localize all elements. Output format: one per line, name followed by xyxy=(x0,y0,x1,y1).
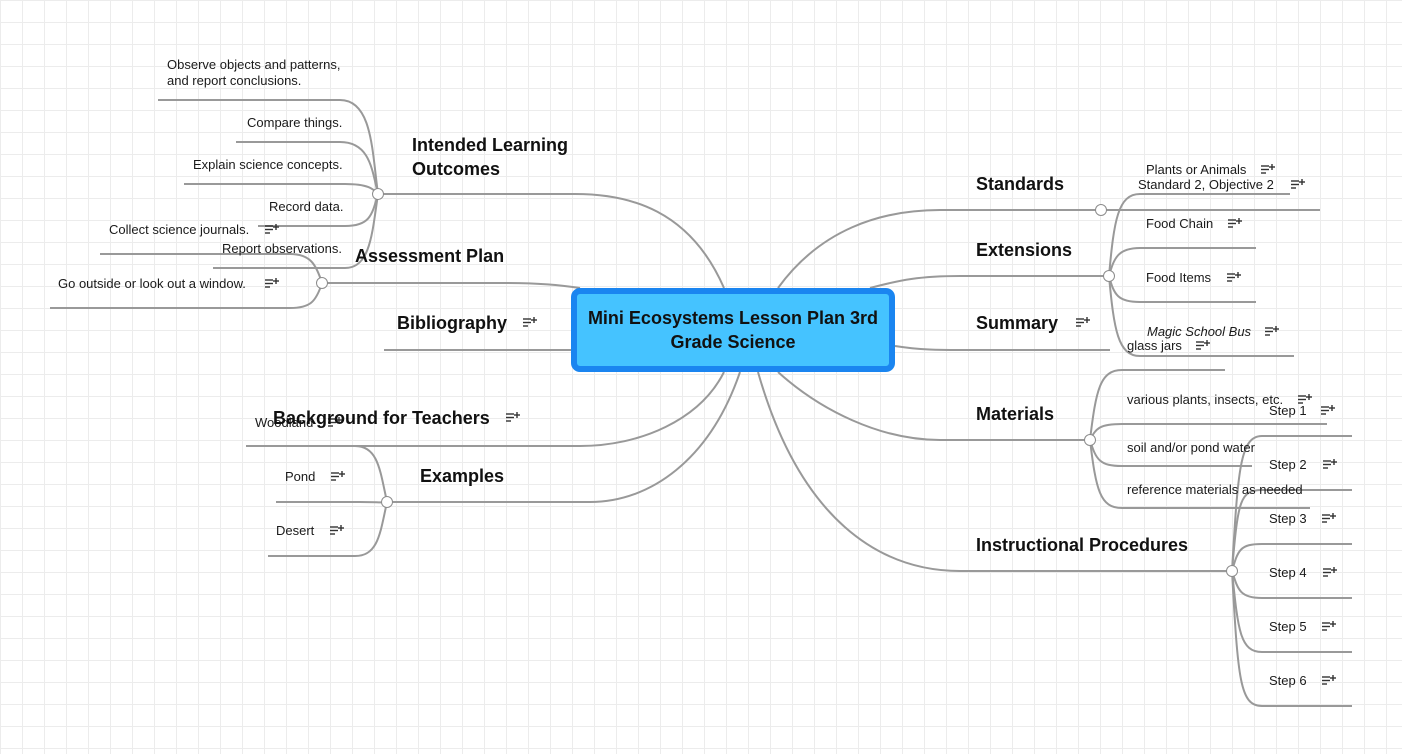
collapse-toggle-icon[interactable] xyxy=(1103,270,1115,282)
subtopic-label: and report conclusions. xyxy=(167,73,302,88)
note-add-icon[interactable] xyxy=(1291,179,1305,191)
subtopic-observe-objects[interactable]: Observe objects and patterns, and report… xyxy=(167,57,340,89)
note-add-icon[interactable] xyxy=(1322,513,1336,525)
note-add-icon[interactable] xyxy=(328,417,342,429)
topic-materials[interactable]: Materials xyxy=(976,404,1055,424)
collapse-toggle-icon[interactable] xyxy=(1084,434,1096,446)
collapse-toggle-icon[interactable] xyxy=(1226,565,1238,577)
collapse-toggle-icon[interactable] xyxy=(372,188,384,200)
subtopic-step-5[interactable]: Step 5 xyxy=(1269,619,1307,634)
note-add-icon[interactable] xyxy=(330,525,344,537)
subtopic-reference-materials[interactable]: reference materials as needed xyxy=(1127,482,1303,497)
subtopic-various-plants[interactable]: various plants, insects, etc. xyxy=(1127,392,1284,407)
topic-standards[interactable]: Standards xyxy=(976,174,1065,194)
note-add-icon[interactable] xyxy=(1323,567,1337,579)
note-add-icon[interactable] xyxy=(1322,621,1336,633)
subtopic-explain-concepts[interactable]: Explain science concepts. xyxy=(193,157,343,172)
subtopic-step-4[interactable]: Step 4 xyxy=(1269,565,1307,580)
central-topic-label: Mini Ecosystems Lesson Plan 3rd Grade Sc… xyxy=(587,308,879,352)
subtopic-collect-journals[interactable]: Collect science journals. xyxy=(109,222,250,237)
note-add-icon[interactable] xyxy=(506,412,520,424)
subtopic-pond[interactable]: Pond xyxy=(285,469,316,484)
subtopic-food-chain[interactable]: Food Chain xyxy=(1146,216,1214,231)
subtopic-food-items[interactable]: Food Items xyxy=(1146,270,1212,285)
topic-assessment-plan[interactable]: Assessment Plan xyxy=(355,246,505,266)
topic-extensions[interactable]: Extensions xyxy=(976,240,1073,260)
subtopic-label: Observe objects and patterns, xyxy=(167,57,341,72)
note-add-icon[interactable] xyxy=(1322,675,1336,687)
central-topic[interactable]: Mini Ecosystems Lesson Plan 3rd Grade Sc… xyxy=(571,288,895,372)
collapse-toggle-icon[interactable] xyxy=(1095,204,1107,216)
subtopic-standard-2[interactable]: Standard 2, Objective 2 xyxy=(1138,177,1274,192)
note-add-icon[interactable] xyxy=(1261,164,1275,176)
note-add-icon[interactable] xyxy=(1298,394,1312,406)
topic-bibliography[interactable]: Bibliography xyxy=(397,313,508,333)
note-add-icon[interactable] xyxy=(1228,218,1242,230)
note-add-icon[interactable] xyxy=(265,224,279,236)
collapse-toggle-icon[interactable] xyxy=(316,277,328,289)
note-add-icon[interactable] xyxy=(523,317,537,329)
topic-intended-learning-outcomes[interactable]: Intended Learning Outcomes xyxy=(412,133,568,181)
note-add-icon[interactable] xyxy=(265,278,279,290)
topic-label: Intended Learning xyxy=(412,135,569,155)
subtopic-magic-school-bus[interactable]: Magic School Bus xyxy=(1147,324,1252,339)
note-add-icon[interactable] xyxy=(1323,459,1337,471)
topic-instructional-procedures[interactable]: Instructional Procedures xyxy=(976,535,1189,555)
note-add-icon[interactable] xyxy=(1321,405,1335,417)
note-add-icon[interactable] xyxy=(331,471,345,483)
subtopic-step-3[interactable]: Step 3 xyxy=(1269,511,1307,526)
subtopic-desert[interactable]: Desert xyxy=(276,523,315,538)
subtopic-go-outside[interactable]: Go outside or look out a window. xyxy=(58,276,246,291)
subtopic-step-2[interactable]: Step 2 xyxy=(1269,457,1307,472)
subtopic-glass-jars[interactable]: glass jars xyxy=(1127,338,1182,353)
subtopic-plants-or-animals[interactable]: Plants or Animals xyxy=(1146,162,1247,177)
subtopic-soil-pond-water[interactable]: soil and/or pond water xyxy=(1127,440,1255,455)
subtopic-report-observations[interactable]: Report observations. xyxy=(222,241,342,256)
topic-examples[interactable]: Examples xyxy=(420,466,505,486)
note-add-icon[interactable] xyxy=(1076,317,1090,329)
collapse-toggle-icon[interactable] xyxy=(381,496,393,508)
topic-summary[interactable]: Summary xyxy=(976,313,1059,333)
topic-background-for-teachers[interactable]: Background for Teachers xyxy=(273,408,490,428)
note-add-icon[interactable] xyxy=(1196,340,1210,352)
subtopic-record-data[interactable]: Record data. xyxy=(269,199,344,214)
subtopic-step-6[interactable]: Step 6 xyxy=(1269,673,1307,688)
subtopic-step-1[interactable]: Step 1 xyxy=(1269,403,1307,418)
note-add-icon[interactable] xyxy=(1265,326,1279,338)
topic-label: Outcomes xyxy=(412,159,501,179)
note-add-icon[interactable] xyxy=(1227,272,1241,284)
subtopic-compare-things[interactable]: Compare things. xyxy=(247,115,343,130)
subtopic-woodland[interactable]: Woodland xyxy=(255,415,314,430)
